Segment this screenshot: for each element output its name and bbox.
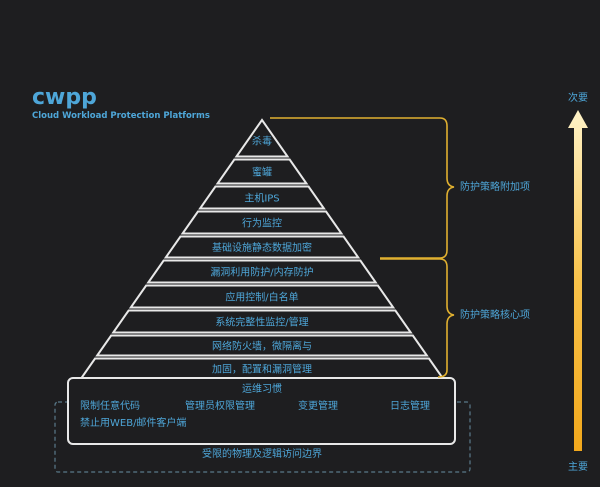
ops-item: 禁止用WEB/邮件客户端 bbox=[80, 416, 186, 429]
pyramid-layer bbox=[180, 210, 344, 235]
pyramid-layer bbox=[215, 158, 309, 185]
upper-bracket bbox=[270, 117, 455, 259]
pyramid-layer-label: 加固，配置和漏洞管理 bbox=[212, 363, 312, 376]
pyramid-layer-label: 应用控制/白名单 bbox=[225, 291, 298, 304]
pyramid-layer-label: 蜜罐 bbox=[252, 166, 272, 179]
pyramid-layer-label: 网络防火墙，微隔离与 bbox=[212, 340, 312, 353]
arrow-top-label: 次要 bbox=[568, 91, 588, 104]
ops-item: 变更管理 bbox=[298, 399, 338, 412]
arrow-bottom-label: 主要 bbox=[568, 461, 588, 473]
pyramid-layer-label: 基础设施静态数据加密 bbox=[212, 241, 312, 254]
pyramid-layer bbox=[95, 334, 429, 357]
lower-bracket bbox=[380, 258, 455, 378]
ops-item: 限制任意代码 bbox=[80, 399, 140, 412]
ops-box bbox=[67, 377, 456, 445]
pyramid-layer bbox=[234, 118, 290, 158]
pyramid-layer-label: 系统完整性监控/管理 bbox=[215, 316, 308, 329]
pyramid-layer-label: 主机IPS bbox=[244, 192, 279, 205]
pyramid-layer bbox=[198, 185, 326, 210]
pyramid-layer bbox=[128, 284, 396, 309]
upper-bracket-label: 防护策略附加项 bbox=[460, 180, 530, 193]
boundary-label: 受限的物理及逻辑访问边界 bbox=[202, 447, 322, 460]
pyramid-layer-label: 行为监控 bbox=[242, 217, 282, 230]
pyramid-layer bbox=[111, 309, 413, 334]
pyramid-layer-label: 杀毒 bbox=[252, 134, 272, 147]
priority-arrow-icon bbox=[568, 110, 588, 451]
ops-title: 运维习惯 bbox=[242, 382, 282, 395]
lower-bracket-label: 防护策略核心项 bbox=[460, 308, 530, 321]
subtitle: Cloud Workload Protection Platforms bbox=[32, 111, 210, 121]
pyramid-layer bbox=[146, 259, 378, 284]
pyramid-layer-label: 漏洞利用防护/内存防护 bbox=[210, 266, 313, 279]
pyramid-layer bbox=[163, 235, 361, 259]
ops-item: 日志管理 bbox=[390, 399, 430, 412]
ops-item: 管理员权限管理 bbox=[185, 399, 255, 412]
title: cwpp bbox=[32, 85, 97, 110]
